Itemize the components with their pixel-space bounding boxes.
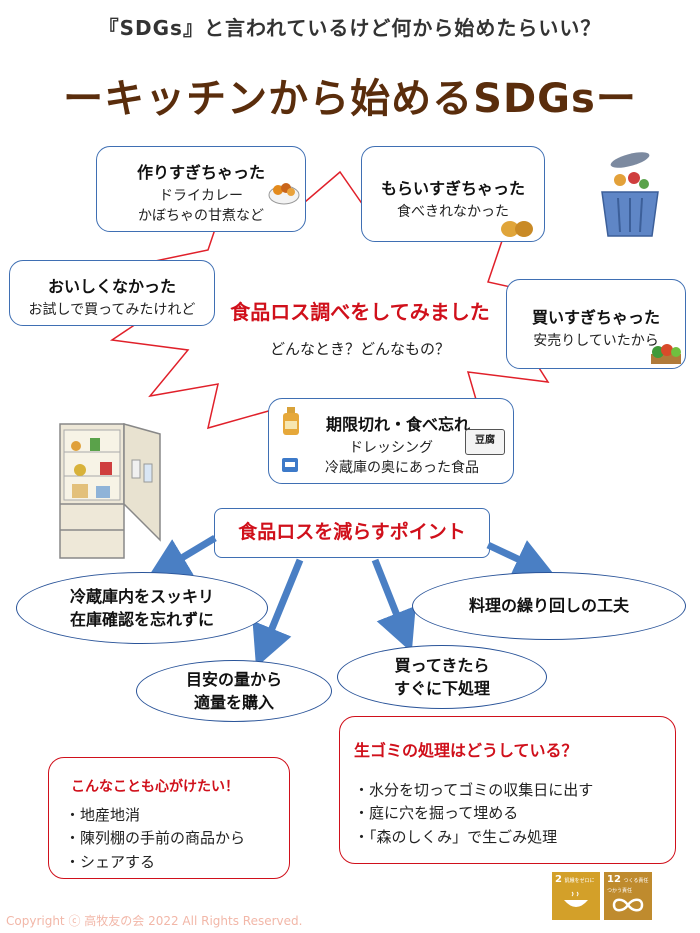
case-box-cooked-too-much: 作りすぎちゃった ドライカレー かぼちゃの甘煮など <box>96 146 306 232</box>
point-line: 買ってきたら <box>394 655 490 675</box>
garbage-item: ・「森のしくみ」で生ごみ処理 <box>354 827 558 846</box>
case-heading: 買いすぎちゃった <box>531 308 660 327</box>
case-heading: もらいすぎちゃった <box>380 179 525 198</box>
page-subtitle: 『SDGs』と言われているけど何から始めたらいい？ <box>98 16 602 40</box>
case-line: お試しで買ってみたけれど <box>28 302 196 318</box>
tofu-label: 豆腐 <box>475 435 495 446</box>
point-fridge: 冷蔵庫内をスッキリ 在庫確認を忘れずに <box>16 572 268 644</box>
case-line: 安売りしていたから <box>533 333 659 349</box>
case-box-expired-forgotten: 期限切れ・食べ忘れ ドレッシング 冷蔵庫の奥にあった食品 豆腐 <box>268 398 514 484</box>
point-line: すぐに下処理 <box>393 679 490 698</box>
infinity-icon <box>612 898 644 912</box>
arrow-to-prep <box>371 558 416 653</box>
case-line: ドライカレー <box>159 188 243 204</box>
point-line: 適量を購入 <box>193 693 274 712</box>
point-line: 在庫確認を忘れずに <box>69 610 214 629</box>
case-heading: 作りすぎちゃった <box>136 163 265 182</box>
arrow-to-fridge <box>146 534 217 579</box>
arrow-to-reuse <box>486 540 557 579</box>
point-line: 冷蔵庫内をスッキリ <box>69 586 214 606</box>
milk-carton-icon <box>282 458 298 472</box>
sdg-number: 12 <box>607 874 621 885</box>
case-box-not-tasty: おいしくなかった お試しで買ってみたけれど <box>9 260 215 326</box>
case-line: ドレッシング <box>349 440 433 456</box>
extra-tips-box: こんなことも心がけたい！ ・地産地消 ・陳列棚の手前の商品から ・シェアする <box>48 757 290 879</box>
point-line: 料理の繰り回しの工夫 <box>468 596 629 616</box>
case-line: 食べきれなかった <box>397 204 509 220</box>
copyright-text: Copyright ⓒ 高牧友の会 2022 All Rights Reserv… <box>6 914 303 928</box>
sdg-12-icon: 12 つくる責任つかう責任 <box>604 872 652 920</box>
survey-subtitle: どんなとき？どんなもの？ <box>269 340 450 358</box>
extra-title: こんなことも心がけたい！ <box>71 779 239 795</box>
extra-item: ・地産地消 <box>65 806 141 824</box>
garbage-bin-icon <box>601 152 659 237</box>
page-title: ーキッチンから始めるSDGsー <box>63 76 637 122</box>
garbage-item: ・水分を切ってゴミの収集日に出す <box>354 781 594 799</box>
point-line: 目安の量から <box>185 669 282 689</box>
point-amount: 目安の量から 適量を購入 <box>136 660 332 722</box>
survey-title: 食品ロス調べをしてみました <box>230 300 490 324</box>
case-box-bought-too-much: 買いすぎちゃった 安売りしていたから <box>506 279 686 369</box>
dressing-bottle-icon <box>283 407 299 435</box>
arrow-to-amount <box>252 558 304 668</box>
refrigerator-icon <box>59 423 161 559</box>
extra-item: ・シェアする <box>65 852 156 871</box>
case-line: 冷蔵庫の奥にあった食品 <box>325 460 479 476</box>
sdg-label: つくる責任つかう責任 <box>607 878 649 894</box>
sweets-icon <box>501 221 533 237</box>
bowl-icon <box>564 891 588 907</box>
points-title: 食品ロスを減らすポイント <box>214 508 490 558</box>
points-arrows <box>146 534 557 668</box>
garbage-title: 生ゴミの処理はどうしている？ <box>354 741 578 760</box>
sdg-2-icon: 2 飢餓をゼロに <box>552 872 600 920</box>
vegetables-icon <box>651 344 681 364</box>
sdg-label: 飢餓をゼロに <box>564 878 595 884</box>
garbage-item: ・庭に穴を掘って埋める <box>354 804 519 823</box>
case-heading: 期限切れ・食べ忘れ <box>325 415 470 434</box>
sdg-number: 2 <box>555 874 562 885</box>
garbage-box: 生ゴミの処理はどうしている？ ・水分を切ってゴミの収集日に出す ・庭に穴を掘って… <box>339 716 676 864</box>
case-line: かぼちゃの甘煮など <box>138 208 264 224</box>
case-box-received-too-much: もらいすぎちゃった 食べきれなかった <box>361 146 545 242</box>
curry-bowl-icon <box>268 183 300 205</box>
tofu-pack-icon: 豆腐 <box>465 429 505 455</box>
point-reuse: 料理の繰り回しの工夫 <box>412 572 686 640</box>
case-heading: おいしくなかった <box>47 277 176 296</box>
extra-item: ・陳列棚の手前の商品から <box>65 829 246 848</box>
point-prep: 買ってきたら すぐに下処理 <box>337 645 547 709</box>
